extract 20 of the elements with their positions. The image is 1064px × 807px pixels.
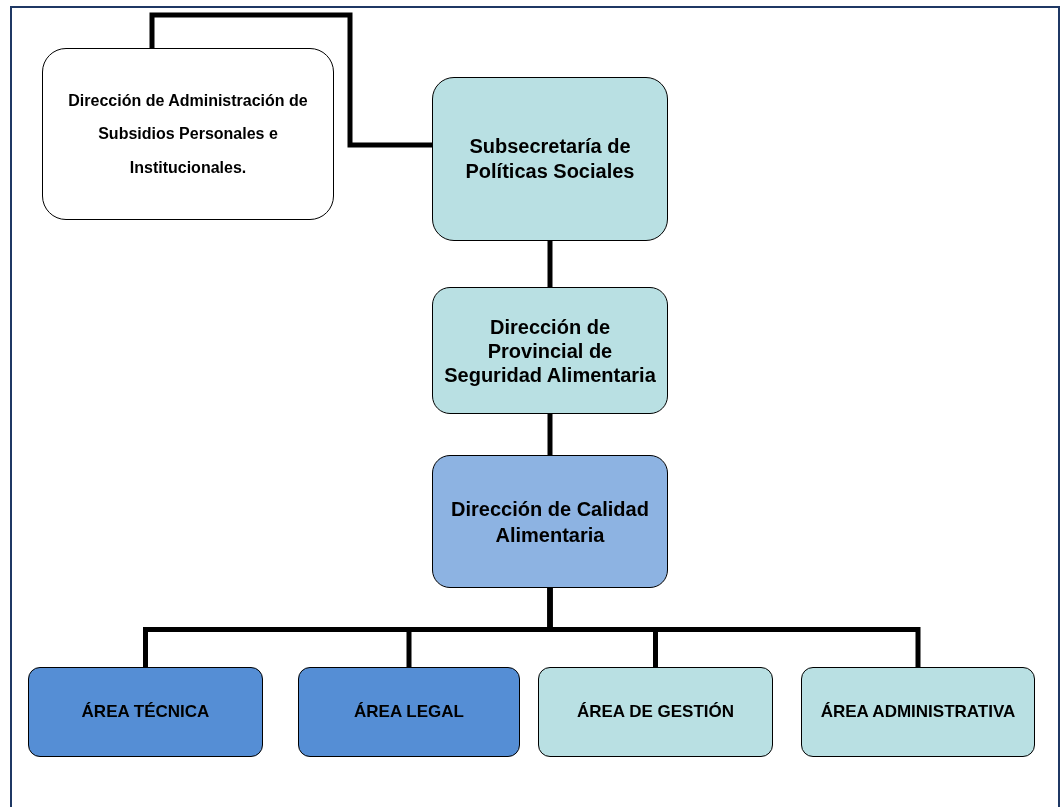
box-label: Dirección de Administración de Subsidios Personales e Institucionales. [67,90,309,178]
org-box [432,455,668,588]
org-box [432,77,668,241]
box-label: ÁREA ADMINISTRATIVA [820,700,1016,723]
connector-line [547,588,921,667]
connector-line [547,241,553,287]
box-label: ÁREA DE GESTIÓN [576,700,735,723]
box-label: Dirección de Provincial de Seguridad Alimentaria [443,314,657,387]
box-label: Dirección de Calidad Alimentaria [450,496,650,548]
box-label: ÁREA TÉCNICA [81,700,210,723]
connector-line [547,414,553,455]
connector-line [149,12,432,148]
org-box [42,48,334,220]
org-box [538,667,773,757]
org-box [298,667,520,757]
org-box [28,667,263,757]
box-label: ÁREA LEGAL [354,700,464,723]
box-label: Subsecretaría de Políticas Sociales [464,134,636,184]
org-box [801,667,1035,757]
org-box [432,287,668,414]
